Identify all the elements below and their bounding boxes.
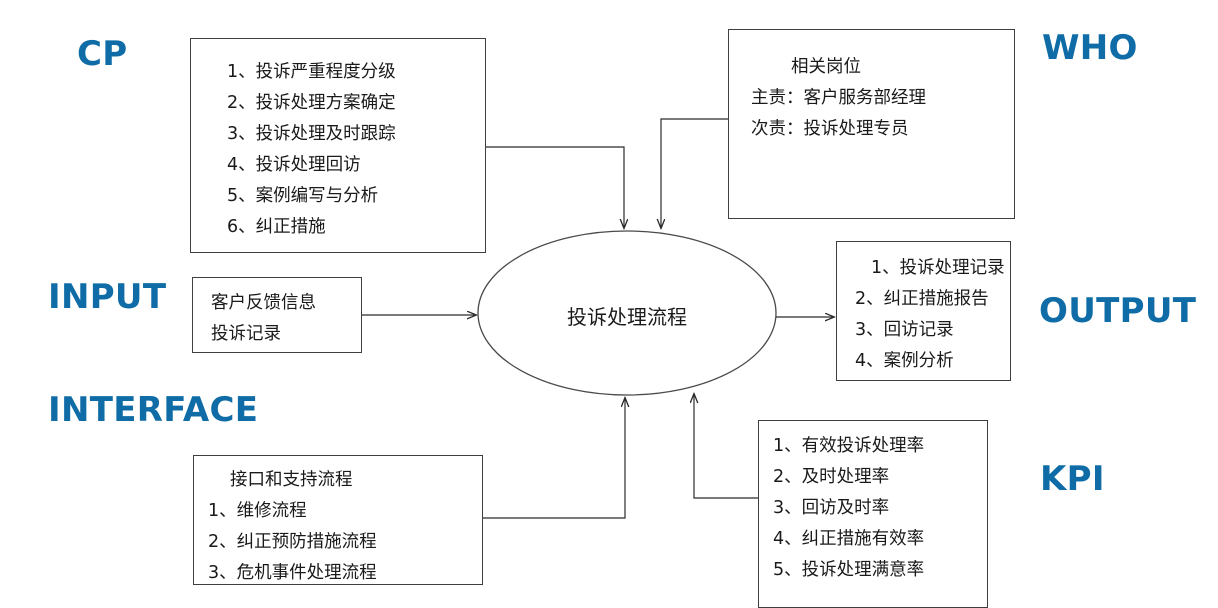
interface-box-lines: 接口和支持流程 1、维修流程 2、纠正预防措施流程 3、危机事件处理流程 <box>194 465 482 589</box>
input-box-lines: 客户反馈信息 投诉记录 <box>193 288 361 350</box>
kpi-line-1: 1、有效投诉处理率 <box>773 436 925 456</box>
label-who: WHO <box>1042 28 1138 68</box>
interface-heading: 接口和支持流程 <box>230 470 353 490</box>
input-line-1: 客户反馈信息 <box>211 293 316 313</box>
interface-line-2: 2、纠正预防措施流程 <box>208 532 377 552</box>
cp-line-6: 6、纠正措施 <box>227 217 326 237</box>
output-box-lines: 1、投诉处理记录 2、纠正措施报告 3、回访记录 4、案例分析 <box>837 253 1010 377</box>
input-box[interactable]: 客户反馈信息 投诉记录 <box>192 277 362 353</box>
kpi-line-3: 3、回访及时率 <box>773 498 890 518</box>
process-ellipse-label: 投诉处理流程 <box>567 305 687 329</box>
label-cp: CP <box>77 34 128 74</box>
who-heading: 相关岗位 <box>791 57 861 77</box>
kpi-box-lines: 1、有效投诉处理率 2、及时处理率 3、回访及时率 4、纠正措施有效率 5、投诉… <box>759 431 987 586</box>
kpi-line-5: 5、投诉处理满意率 <box>773 560 925 580</box>
connector-interface-to-process <box>483 398 625 519</box>
cp-line-4: 4、投诉处理回访 <box>227 155 361 175</box>
kpi-box[interactable]: 1、有效投诉处理率 2、及时处理率 3、回访及时率 4、纠正措施有效率 5、投诉… <box>758 420 988 608</box>
cp-box-lines: 1、投诉严重程度分级 2、投诉处理方案确定 3、投诉处理及时跟踪 4、投诉处理回… <box>191 57 485 243</box>
input-line-2: 投诉记录 <box>211 324 281 344</box>
label-output: OUTPUT <box>1039 291 1197 331</box>
label-input: INPUT <box>48 277 167 317</box>
cp-box[interactable]: 1、投诉严重程度分级 2、投诉处理方案确定 3、投诉处理及时跟踪 4、投诉处理回… <box>190 38 486 253</box>
output-line-2: 2、纠正措施报告 <box>855 289 989 309</box>
label-interface: INTERFACE <box>48 390 259 430</box>
who-line-1: 主责：客户服务部经理 <box>751 88 926 108</box>
who-box[interactable]: 相关岗位 主责：客户服务部经理 次责：投诉处理专员 <box>728 29 1015 219</box>
who-box-lines: 相关岗位 主责：客户服务部经理 次责：投诉处理专员 <box>729 52 1014 145</box>
output-box[interactable]: 1、投诉处理记录 2、纠正措施报告 3、回访记录 4、案例分析 <box>836 241 1011 381</box>
who-line-2: 次责：投诉处理专员 <box>751 119 909 139</box>
cp-line-1: 1、投诉严重程度分级 <box>227 62 396 82</box>
kpi-line-4: 4、纠正措施有效率 <box>773 529 925 549</box>
cp-line-5: 5、案例编写与分析 <box>227 186 379 206</box>
connector-who-to-process <box>661 118 728 228</box>
interface-box[interactable]: 接口和支持流程 1、维修流程 2、纠正预防措施流程 3、危机事件处理流程 <box>193 455 483 585</box>
label-kpi: KPI <box>1040 459 1105 499</box>
interface-line-1: 1、维修流程 <box>208 501 307 521</box>
cp-line-3: 3、投诉处理及时跟踪 <box>227 124 396 144</box>
output-line-4: 4、案例分析 <box>855 351 954 371</box>
output-line-3: 3、回访记录 <box>855 320 954 340</box>
connector-kpi-to-process <box>694 394 758 499</box>
kpi-line-2: 2、及时处理率 <box>773 467 890 487</box>
output-line-1: 1、投诉处理记录 <box>871 258 1005 278</box>
cp-line-2: 2、投诉处理方案确定 <box>227 93 396 113</box>
connector-cp-to-process <box>486 146 624 228</box>
interface-line-3: 3、危机事件处理流程 <box>208 563 377 583</box>
